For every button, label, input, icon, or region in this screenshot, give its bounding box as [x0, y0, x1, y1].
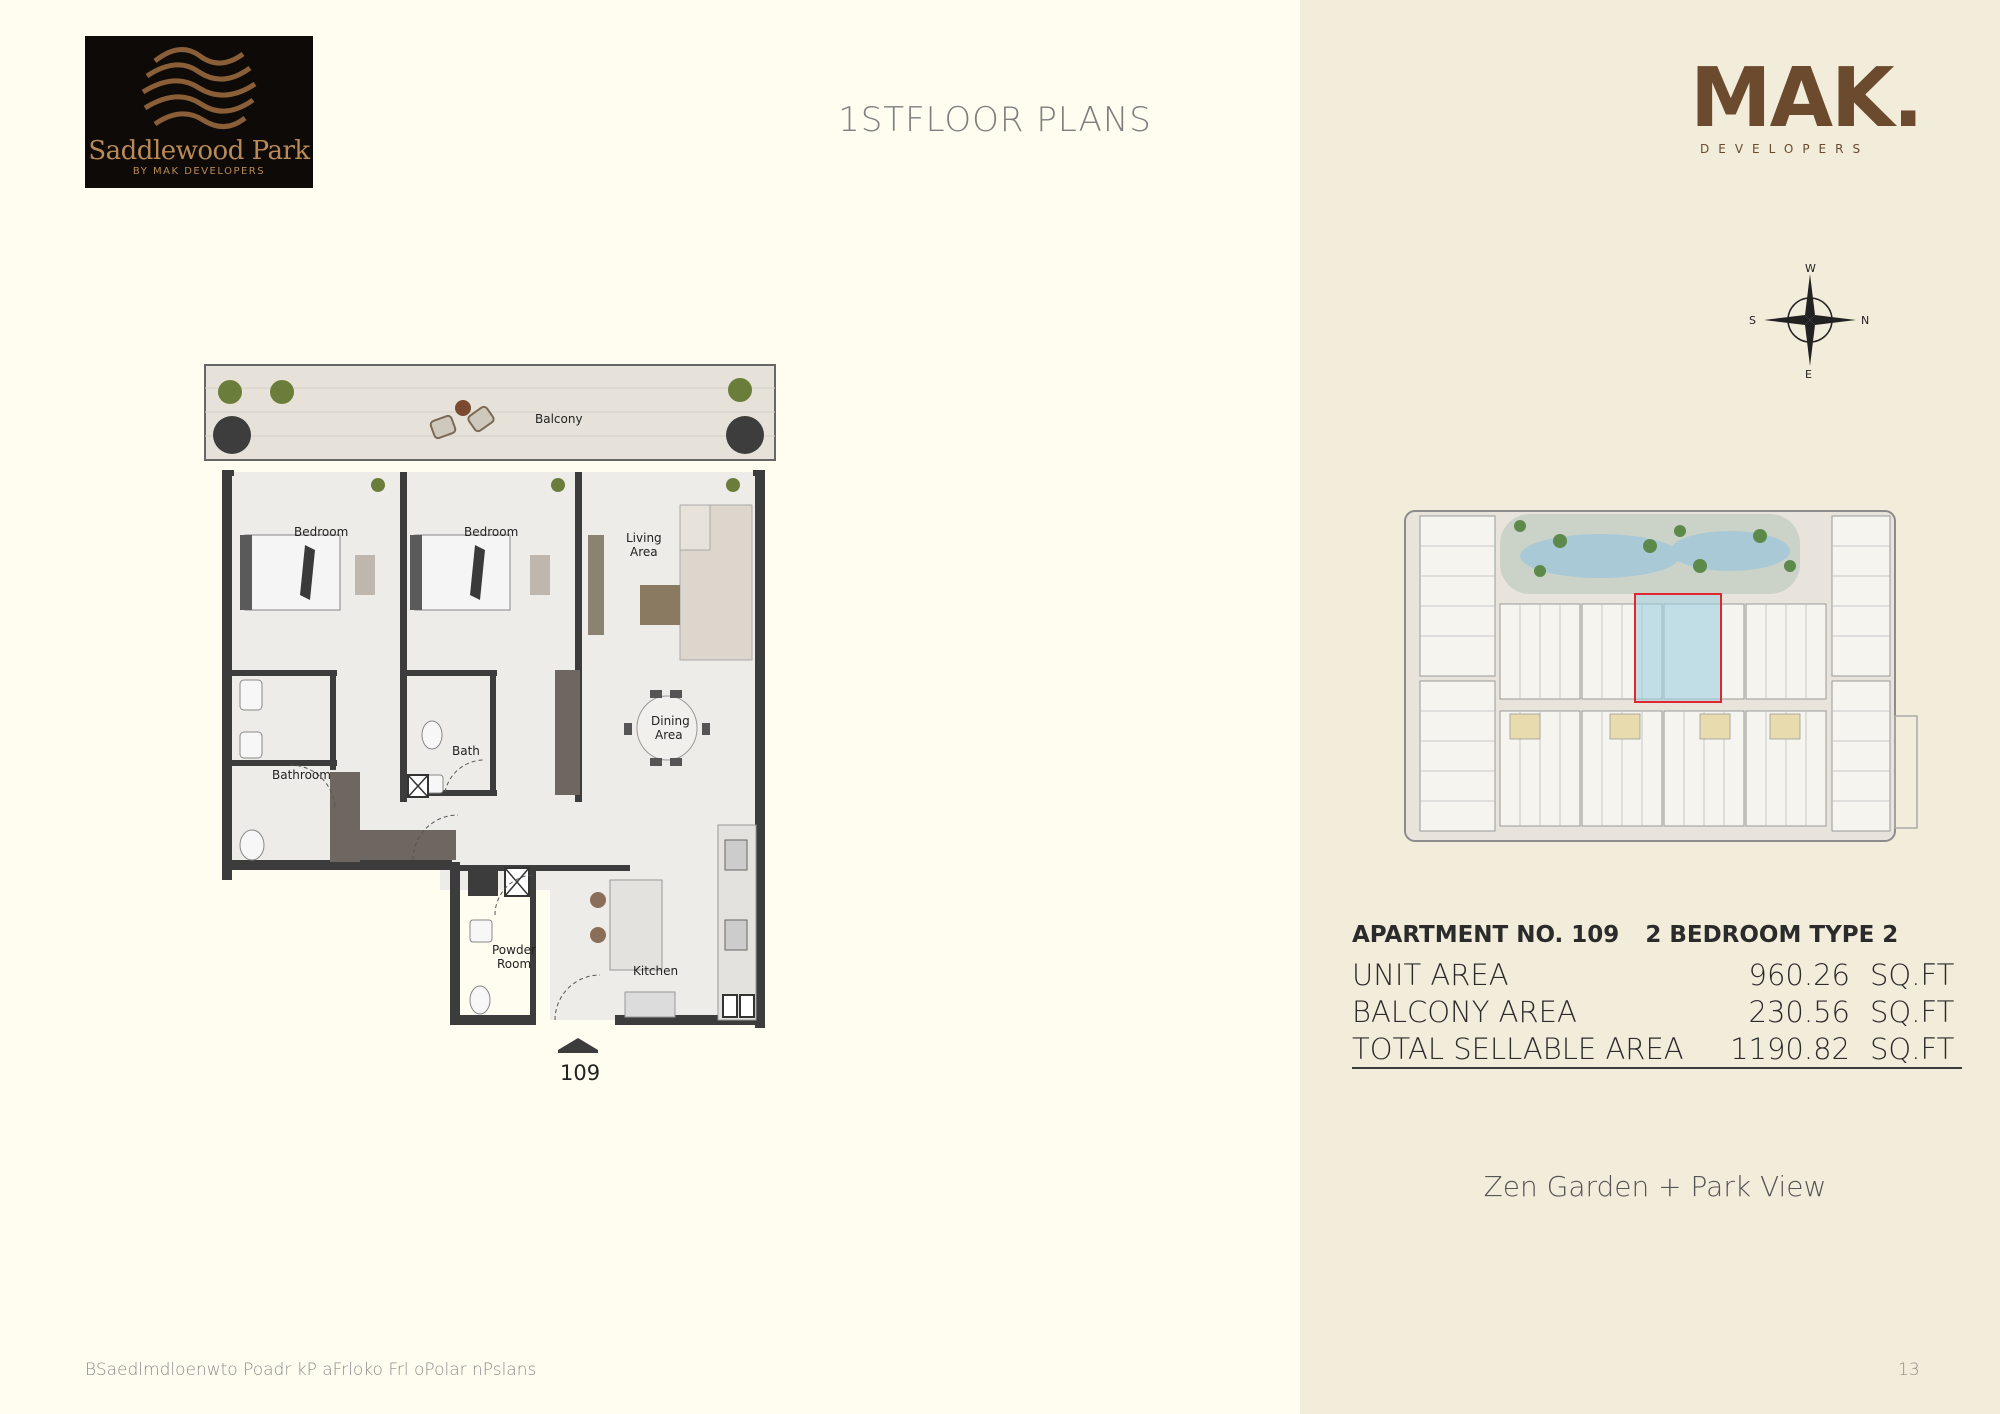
view-description: Zen Garden + Park View — [1483, 1170, 1827, 1203]
page-title: 1STFLOOR PLANS — [838, 100, 1152, 140]
wave-logo-icon — [141, 47, 257, 129]
planter-right — [726, 416, 764, 454]
balcony-label: Balcony — [535, 412, 583, 426]
desk-1 — [355, 555, 375, 595]
unit-area-row: UNIT AREA 960.26 SQ.FT — [1352, 958, 1962, 995]
mak-logo: MAK. DEVELOPERS — [1690, 51, 1930, 157]
sofa — [679, 504, 753, 661]
wardrobe-3 — [555, 670, 580, 795]
compass-n: N — [1861, 314, 1869, 327]
wardrobe-2 — [360, 830, 456, 860]
entrance-arrow-icon — [558, 1038, 598, 1050]
page-number: 13 — [1898, 1360, 1920, 1380]
kitchen-label: Kitchen — [633, 964, 678, 978]
total-area-row: TOTAL SELLABLE AREA 1190.82 SQ.FT — [1352, 1032, 1962, 1069]
wardrobe-1 — [330, 772, 360, 862]
appliance — [468, 868, 498, 896]
balcony-area-row: BALCONY AREA 230.56 SQ.FT — [1352, 995, 1962, 1032]
total-area-value: 1190.82 — [1730, 1032, 1850, 1066]
compass-w: W — [1805, 262, 1816, 275]
balcony-area-unit: SQ.FT — [1870, 995, 1955, 1029]
planter-left — [213, 416, 251, 454]
apartment-type: 2 BEDROOM TYPE 2 — [1645, 922, 1899, 948]
compass-icon: W E S N — [1749, 262, 1869, 380]
balcony-area-value: 230.56 — [1748, 995, 1850, 1029]
apartment-number: APARTMENT NO. 109 — [1352, 922, 1620, 948]
desk-2 — [530, 555, 550, 595]
unit-number-label: 109 — [560, 1061, 600, 1085]
footer-text: BSaedlmdloenwto Poadr kP aFrloko Frl oPo… — [85, 1360, 537, 1380]
total-area-label: TOTAL SELLABLE AREA — [1352, 1032, 1684, 1066]
mak-brand-sub: DEVELOPERS — [1700, 142, 1870, 156]
tv-unit — [588, 535, 604, 635]
living-label-1: Living — [626, 531, 662, 545]
powder-label-2: Room — [497, 957, 531, 971]
saddlewood-logo: Saddlewood Park BY MAK DEVELOPERS — [85, 36, 313, 188]
compass-e: E — [1805, 368, 1812, 380]
apartment-info: APARTMENT NO. 109 2 BEDROOM TYPE 2 UNIT … — [1352, 922, 1962, 1069]
site-plan-map — [1404, 510, 1918, 842]
bedroom-2-label: Bedroom — [464, 525, 518, 539]
kitchen-island — [609, 879, 663, 971]
highlighted-unit — [1634, 593, 1722, 703]
bath-label: Bath — [452, 744, 480, 758]
bed-1 — [240, 534, 341, 611]
compass-s: S — [1749, 314, 1756, 327]
bedroom-1-label: Bedroom — [294, 525, 348, 539]
mak-brand: MAK. — [1690, 51, 1924, 146]
apartment-heading: APARTMENT NO. 109 2 BEDROOM TYPE 2 — [1352, 922, 1962, 958]
balcony-chairs — [429, 400, 495, 440]
bathroom-label: Bathroom — [272, 768, 331, 782]
unit-area-unit: SQ.FT — [1870, 958, 1955, 992]
total-area-unit: SQ.FT — [1870, 1032, 1955, 1066]
coffee-table — [640, 585, 680, 625]
powder-label-1: Powder — [492, 943, 536, 957]
dining-label-2: Area — [655, 728, 683, 742]
living-label-2: Area — [630, 545, 658, 559]
dining-label-1: Dining — [651, 714, 690, 728]
unit-area-value: 960.26 — [1748, 958, 1850, 992]
dining-table — [624, 690, 710, 766]
floor-plan: Balcony — [204, 364, 776, 1085]
unit-area-label: UNIT AREA — [1352, 958, 1509, 992]
logo-name: Saddlewood Park — [88, 136, 310, 166]
logo-subtitle: BY MAK DEVELOPERS — [132, 166, 266, 177]
bed-2 — [410, 534, 511, 611]
balcony-area-label: BALCONY AREA — [1352, 995, 1577, 1029]
